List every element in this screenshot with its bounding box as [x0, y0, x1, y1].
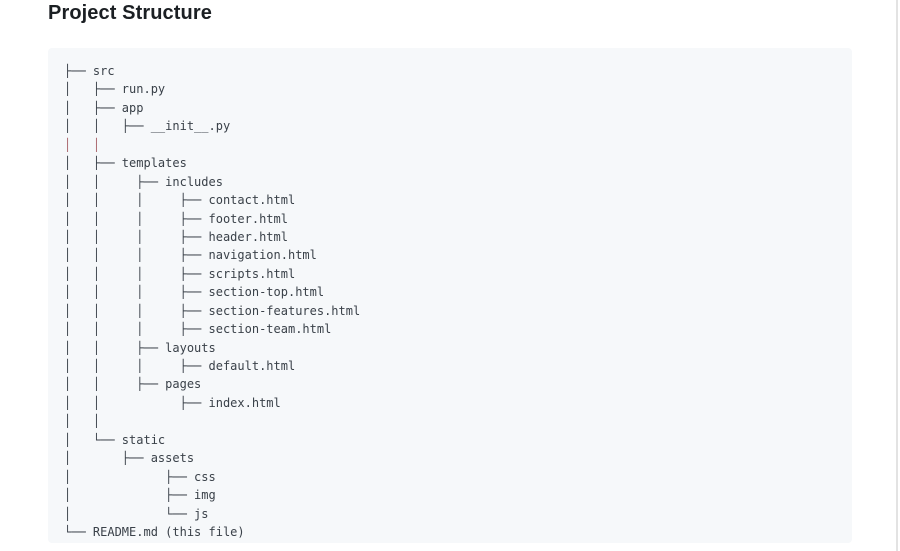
page-title: Project Structure	[48, 2, 212, 24]
tree-line: │ ├── templates	[64, 156, 187, 171]
tree-line: │ │ │ ├── section-team.html	[64, 322, 332, 337]
tree-line: │ │ ├── layouts	[64, 340, 216, 355]
tree-line: │ │ ├── includes	[64, 174, 223, 189]
tree-line: │ └── static	[64, 432, 166, 447]
tree-line: │ ├── app	[64, 100, 144, 115]
tree-line: │ │	[64, 414, 101, 429]
tree-line: │ │ │ ├── navigation.html	[64, 248, 317, 263]
tree-line: │ ├── run.py	[64, 82, 166, 97]
tree-line: │ │ │ ├── section-top.html	[64, 285, 325, 300]
tree-line: │ │ │ ├── footer.html	[64, 211, 288, 226]
tree-line: │ │ │ ├── contact.html	[64, 193, 296, 208]
tree-line: │ ├── img	[64, 488, 216, 503]
scrollbar-track[interactable]	[896, 0, 898, 551]
tree-line: │ │ │ ├── scripts.html	[64, 266, 296, 281]
tree-line: ├── src	[64, 64, 115, 78]
tree-line: │ │ ├── index.html	[64, 395, 281, 410]
project-structure-code-block: ├── src │ ├── run.py │ ├── app │ │ ├── __in…	[48, 48, 852, 543]
tree-line: │ │ │ ├── section-features.html	[64, 303, 361, 318]
tree-line: └── README.md (this file)	[64, 524, 245, 539]
tree-line: │ ├── css	[64, 469, 216, 484]
tree-line: │ └── js	[64, 506, 209, 521]
tree-line: │ │ ├── pages	[64, 377, 202, 392]
tree-line: │ │ │ ├── default.html	[64, 359, 296, 373]
tree-line: │ │	[64, 137, 101, 152]
tree-line: │ ├── assets	[64, 451, 195, 466]
ascii-file-tree: ├── src │ ├── run.py │ ├── app │ │ ├── __in…	[64, 62, 836, 541]
tree-line: │ │ ├── __init__.py	[64, 119, 231, 134]
tree-line: │ │ │ ├── header.html	[64, 229, 288, 244]
